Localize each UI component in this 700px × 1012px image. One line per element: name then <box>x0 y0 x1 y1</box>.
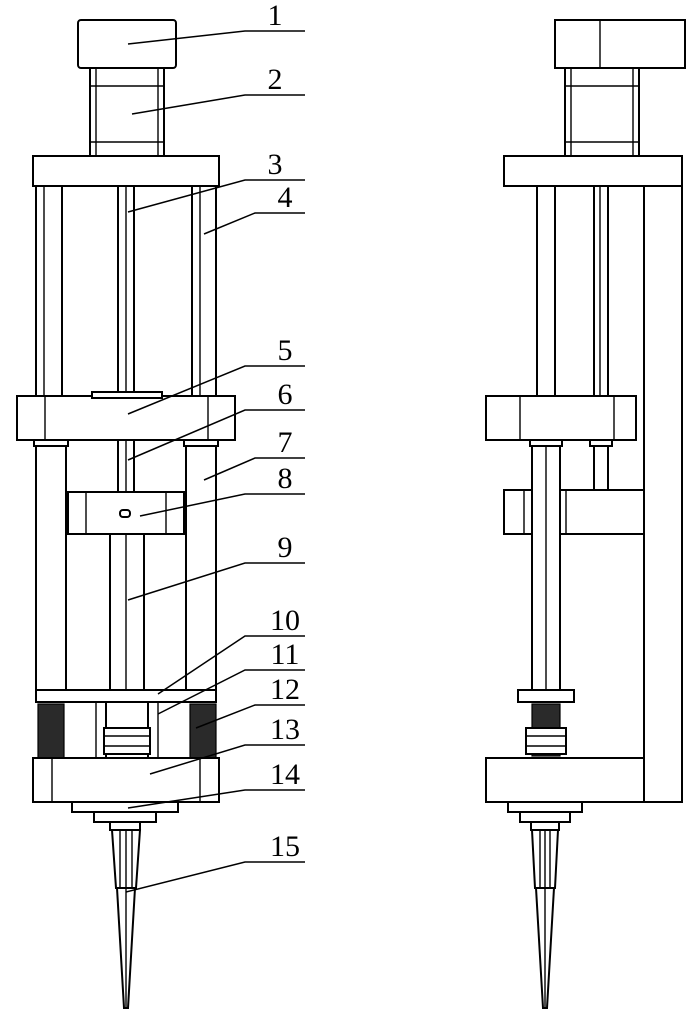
callout-label-15: 15 <box>270 830 300 863</box>
callout-14: 14 <box>127 758 305 809</box>
callout-label-5: 5 <box>278 334 293 367</box>
carriage-nub <box>91 391 163 399</box>
top-plate <box>32 155 220 187</box>
side-connector-block <box>503 489 645 535</box>
side-view <box>485 19 686 1009</box>
callout-label-1: 1 <box>268 0 283 32</box>
callout-2: 2 <box>131 63 305 115</box>
side-nut <box>525 727 567 755</box>
spring-right <box>189 703 217 759</box>
callout-11: 11 <box>157 638 305 715</box>
callout-label-10: 10 <box>270 604 300 637</box>
spring-left <box>37 703 65 759</box>
callout-label-13: 13 <box>270 713 300 746</box>
side-push-rod <box>593 439 609 491</box>
side-top-plate <box>503 155 683 187</box>
callout-5: 5 <box>127 334 305 415</box>
callout-label-7: 7 <box>278 426 293 459</box>
callout-3: 3 <box>127 148 305 213</box>
callout-1: 1 <box>127 0 305 45</box>
side-carriage-plate <box>485 395 637 441</box>
column-collar-left <box>33 439 69 447</box>
callout-label-11: 11 <box>271 638 300 671</box>
piston <box>109 533 145 691</box>
side-tip-mount-neck <box>530 821 560 831</box>
left-post-lower <box>35 443 67 703</box>
tip-mount-lower <box>93 811 157 823</box>
plunger-plate <box>35 689 217 703</box>
motor-cap <box>77 19 177 69</box>
callout-4: 4 <box>203 181 305 235</box>
side-base-plate <box>485 757 645 803</box>
side-lead-screw <box>593 185 609 397</box>
callout-10: 10 <box>157 604 305 695</box>
left-post-upper <box>35 185 63 397</box>
side-tip-mount <box>507 801 583 813</box>
callout-13: 13 <box>149 713 305 775</box>
tip-mount-neck <box>109 821 141 831</box>
callout-label-8: 8 <box>278 462 293 495</box>
side-motor-body <box>564 67 640 157</box>
side-collar-2 <box>589 439 613 447</box>
callouts: 1 2 3 4 5 6 7 8 <box>125 0 305 893</box>
callout-9: 9 <box>127 531 305 601</box>
guide-rod <box>191 185 217 397</box>
side-tip-mount-lower <box>519 811 571 823</box>
side-guide-rod <box>536 185 556 397</box>
motor-body <box>89 67 165 157</box>
callout-6: 6 <box>127 378 305 461</box>
connector-hole <box>119 509 131 518</box>
side-plunger-plate <box>517 689 575 703</box>
base-plate <box>32 757 220 803</box>
callout-8: 8 <box>139 462 305 517</box>
side-back-wall <box>643 185 683 803</box>
callout-label-14: 14 <box>270 758 300 791</box>
callout-label-4: 4 <box>278 181 293 214</box>
callout-label-3: 3 <box>268 148 283 181</box>
coupling-nut <box>103 727 151 755</box>
callout-15: 15 <box>125 830 305 893</box>
callout-label-9: 9 <box>278 531 293 564</box>
callout-label-12: 12 <box>270 673 300 706</box>
callout-label-2: 2 <box>268 63 283 96</box>
callout-label-6: 6 <box>278 378 293 411</box>
carriage-plate <box>16 395 236 441</box>
side-motor-cap <box>554 19 686 69</box>
front-view <box>16 19 236 1009</box>
callout-12: 12 <box>195 673 305 729</box>
callout-7: 7 <box>203 426 305 481</box>
column-collar-right <box>183 439 219 447</box>
